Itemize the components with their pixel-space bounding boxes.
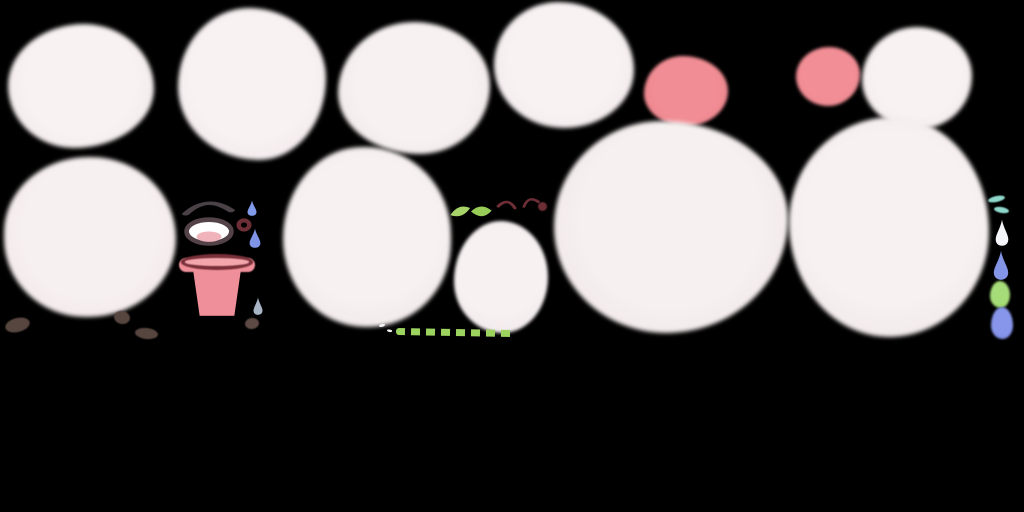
blob-pink-2 [796, 47, 860, 106]
white-drop [995, 219, 1009, 246]
brown-dot-1 [112, 309, 132, 326]
maroon-mark-1 [496, 200, 517, 210]
blob-cloud-1 [8, 24, 154, 148]
maroon-dot [538, 202, 547, 211]
teal-stroke-1 [987, 194, 1006, 204]
leaf-pair [450, 206, 492, 217]
white-specks [379, 323, 393, 333]
brown-bean-1 [3, 315, 32, 335]
water-drop-1 [247, 200, 257, 216]
eyelid-arc [182, 201, 235, 216]
brown-bean-2 [134, 326, 159, 341]
pot-body [192, 267, 242, 316]
periwinkle-blob-small [991, 307, 1013, 339]
blob-cloud-6 [4, 157, 176, 317]
grey-drop [253, 297, 263, 315]
water-drop-2 [249, 228, 261, 248]
blob-cloud-8 [454, 221, 548, 333]
pot-opening [180, 254, 254, 270]
brown-dot-2 [244, 317, 260, 330]
blob-pink-1 [644, 56, 728, 126]
maroon-mark-2 [522, 198, 540, 208]
mouth [184, 217, 234, 246]
blob-cloud-7 [283, 147, 451, 327]
flower-pot [179, 254, 255, 316]
blob-cloud-4 [494, 2, 634, 128]
green-dashed-line [395, 327, 514, 338]
blob-cloud-10 [789, 117, 989, 337]
blue-drop [993, 250, 1009, 280]
teal-stroke-2 [993, 205, 1010, 215]
pot-rim [179, 258, 255, 272]
blob-cloud-5 [862, 27, 972, 129]
maroon-ring [236, 218, 252, 232]
blob-cloud-2 [178, 8, 326, 160]
blob-cloud-9 [554, 121, 788, 333]
blob-cloud-3 [338, 22, 490, 154]
green-blob-small [990, 281, 1010, 308]
